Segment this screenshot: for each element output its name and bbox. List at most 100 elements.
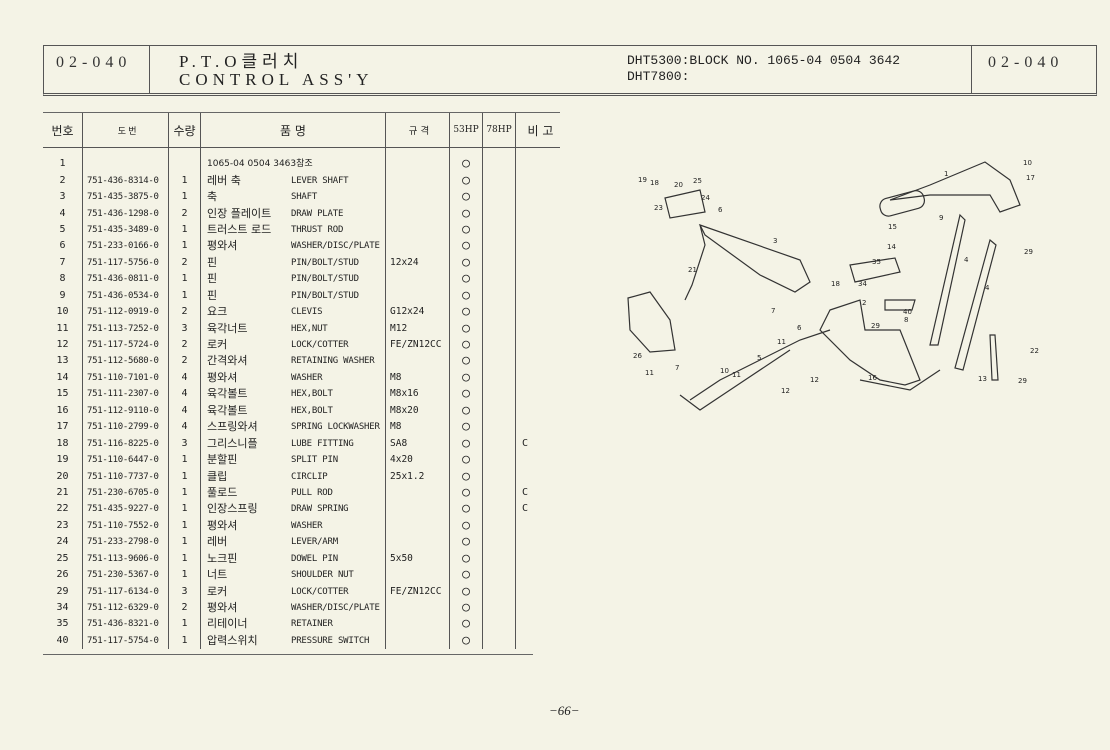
spec: M12 [385, 320, 450, 337]
name-english: SPRING LOCKWASHER [291, 422, 380, 433]
quantity: 1 [168, 287, 201, 304]
part-number: 751-112-5680-0 [82, 353, 169, 370]
spec: M8x20 [385, 402, 450, 419]
part-number: 751-436-8321-0 [82, 616, 169, 633]
item-number: 20 [56, 470, 69, 482]
spec: M8 [385, 419, 450, 436]
quantity: 2 [168, 599, 201, 617]
col-quantity: 수량 [168, 112, 201, 148]
part-number: 751-233-0166-0 [82, 238, 169, 255]
item-number: 2 [59, 174, 66, 186]
hp78-mark [482, 435, 516, 452]
remark [515, 303, 560, 321]
callout-label: 8 [904, 316, 908, 324]
hp78-mark [482, 517, 516, 535]
remark [515, 534, 560, 551]
name-english: WASHER [291, 520, 323, 531]
bracket-part [819, 299, 921, 386]
col-part-number: 도 번 [82, 112, 169, 148]
item-number: 26 [56, 569, 69, 581]
name-korean: 인장스프링 [200, 501, 291, 518]
part-number: 751-436-0811-0 [82, 271, 169, 288]
spec [385, 632, 450, 650]
hp53-mark: ○ [449, 254, 483, 272]
item-number: 7 [59, 256, 66, 268]
name-korean: 1065-04 0504 3463참조 [200, 147, 386, 173]
hp53-mark: ○ [449, 205, 483, 222]
name-english: PULL ROD [291, 487, 333, 498]
name-korean: 평와셔 [200, 517, 291, 535]
name-korean: 스프링와셔 [200, 419, 291, 436]
remark [515, 386, 560, 403]
spec: FE/ZN12CC [385, 336, 450, 354]
name-korean: 육각볼트 [200, 402, 291, 419]
leader-line-2 [859, 369, 941, 391]
part-number: 751-111-2307-0 [82, 386, 169, 403]
hp53-mark: ○ [449, 632, 483, 650]
remark [515, 583, 560, 600]
name-english: THRUST ROD [291, 224, 344, 235]
hp78-mark [482, 320, 516, 337]
part-number: 751-435-3489-0 [82, 221, 169, 239]
item-number: 4 [59, 207, 66, 219]
callout-label: 6 [718, 206, 723, 214]
callout-label: 11 [732, 371, 741, 379]
name-english: LEVER/ARM [291, 537, 338, 548]
hp78-mark [482, 287, 516, 304]
hp78-mark [482, 221, 516, 239]
callout-label: 29 [1024, 248, 1033, 256]
lever-shaft-part [889, 161, 1021, 213]
item-number: 16 [56, 404, 69, 416]
remark [515, 550, 560, 567]
hp78-mark [482, 616, 516, 633]
name-english: DOWEL PIN [291, 553, 338, 564]
item-number: 5 [59, 223, 66, 235]
hp53-mark: ○ [449, 353, 483, 370]
callout-label: 7 [771, 307, 775, 315]
name-korean: 노크핀 [200, 550, 291, 567]
item-number: 14 [56, 371, 69, 383]
remark [515, 632, 560, 650]
quantity: 1 [168, 550, 201, 567]
hp78-mark [482, 501, 516, 518]
hp53-mark: ○ [449, 550, 483, 567]
part-number: 751-436-1298-0 [82, 205, 169, 222]
col-53hp: 53HP [449, 112, 483, 148]
spec [385, 616, 450, 633]
callout-label: 34 [858, 280, 867, 288]
part-number: 751-117-5724-0 [82, 336, 169, 354]
section-code-left: 02-040 [56, 54, 132, 71]
hp53-mark: ○ [449, 419, 483, 436]
part-number: 751-436-0534-0 [82, 287, 169, 304]
callout-label: 12 [781, 387, 790, 395]
hp53-mark: ○ [449, 188, 483, 206]
spec: FE/ZN12CC [385, 583, 450, 600]
callout-label: 23 [654, 204, 663, 212]
callout-label: 5 [757, 354, 761, 362]
remark [515, 468, 560, 485]
quantity: 1 [168, 271, 201, 288]
spec [385, 238, 450, 255]
name-korean: 평와셔 [200, 369, 291, 387]
callout-label: 14 [887, 243, 896, 251]
callout-label: 19 [638, 176, 647, 184]
part-number: 751-110-2799-0 [82, 419, 169, 436]
item-number: 21 [56, 486, 69, 498]
remark [515, 599, 560, 617]
quantity: 1 [168, 517, 201, 535]
hp53-mark: ○ [449, 369, 483, 387]
name-english: RETAINING WASHER [291, 356, 375, 367]
name-korean: 풀로드 [200, 484, 291, 502]
part-number: 751-230-5367-0 [82, 566, 169, 584]
